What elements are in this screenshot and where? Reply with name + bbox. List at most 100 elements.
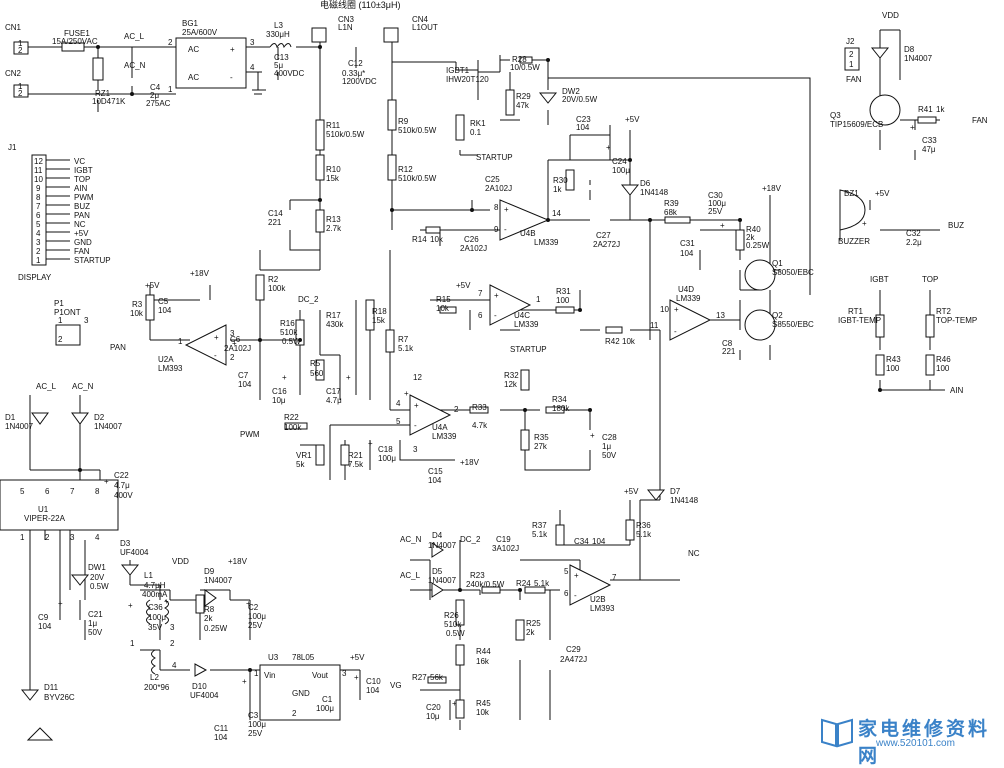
fan-conn-label: FAN [846,75,862,84]
c20-value: 10μ [426,712,440,721]
r46-value: 100 [936,364,950,373]
j1-pin-signal: GND [74,238,92,247]
r24-label: R24 [516,579,531,588]
polarity-mark: + [104,477,109,486]
r40-value-1: 2k [746,233,755,242]
rz1-label: RZ1 [95,89,111,98]
fuse1-value: 15A/250VAC [52,37,98,46]
c2-label: C2 [248,603,259,612]
buzzer-label: BUZZER [838,237,870,246]
acn-label-2: AC_N [72,382,94,391]
c1-label: C1 [322,695,333,704]
plus18v-4: +18V [228,557,248,566]
pin-number: - [574,591,577,600]
c7-label: C7 [238,371,249,380]
d1-label: D1 [5,413,16,422]
pin-number: + [674,305,679,314]
pin-number: 1 [18,82,23,91]
r7-value: 5.1k [398,344,414,353]
r25-value: 2k [526,628,535,637]
u3-value: 78L05 [292,653,315,662]
plus5v-5: +5V [350,653,365,662]
pin-number: 2 [292,709,297,718]
polarity-mark: + [862,219,867,228]
c36-value-1: 100μ [148,613,166,622]
pin-number: 8 [494,203,499,212]
nc-label: NC [688,549,700,558]
r21-label: R21 [348,451,363,460]
j1-pin-number: 8 [36,193,41,202]
top-label: TOP [922,275,938,284]
u3-vout: Vout [312,671,329,680]
pin-number: 2 [45,533,50,542]
j1-pin-signal: IGBT [74,166,93,175]
j1-pin-number: 12 [34,157,43,166]
pin-number: + [504,205,509,214]
j1-pin-number: 6 [36,211,41,220]
pin-number: 1 [178,337,183,346]
junction-dots [78,45,882,672]
polarity-mark: + [164,597,169,606]
c29-value: 2A472J [560,655,587,664]
r11-label: R11 [326,121,341,130]
r35-value: 27k [534,442,548,451]
vg-label: VG [390,681,402,690]
pin-number: 1 [20,533,25,542]
pin-number: 2 [170,639,175,648]
pin-number: 8 [95,487,100,496]
dc2-label-2: DC_2 [460,535,481,544]
vdd-label-1: VDD [882,11,899,20]
pin-number: 5 [20,487,25,496]
r27-label: R27 [412,673,427,682]
l2-label: L2 [150,673,159,682]
c11-value: 104 [214,733,228,742]
r30-label: R30 [553,176,568,185]
pin-number: 1 [168,85,173,94]
u4c-label: U4C [514,311,530,320]
c30-label: C30 [708,191,723,200]
c34-label: C34 [574,537,589,546]
d9-label: D9 [204,567,215,576]
pin-number: 2 [18,89,23,98]
r15-value: 10k [436,304,450,313]
pin-number: + [574,571,579,580]
pin-number: 2 [454,405,459,414]
dw1-value-1: 20V [90,573,105,582]
c12-value-2: 1200VDC [342,77,377,86]
pin-number: - [414,421,417,430]
pin-number: 2 [18,46,23,55]
c21-value-2: 50V [88,628,103,637]
r32-value: 12k [504,380,518,389]
igbt1-value: IHW20T120 [446,75,489,84]
rk1-label: RK1 [470,119,486,128]
pin-number: - [504,225,507,234]
l2-value: 200*96 [144,683,170,692]
c5-value: 104 [158,306,172,315]
j1-pin-signal: AIN [74,184,88,193]
polarity-mark: + [452,699,457,708]
c3-value-2: 25V [248,729,263,738]
d10-value: UF4004 [190,691,219,700]
r41-value: 1k [936,105,945,114]
r41-label: R41 [918,105,933,114]
d2-value: 1N4007 [94,422,123,431]
c6-value: 2A102J [224,344,251,353]
pin-numbers: 1 2 1 2 2 AC AC 1 3 + - 4 5 6 7 8 1 2 3 … [18,38,915,718]
d3-value: UF4004 [120,548,149,557]
j1-pin-signal: STARTUP [74,256,111,265]
rz1-value: 10D471K [92,97,126,106]
c31-label: C31 [680,239,695,248]
q2-label: Q2 [772,311,783,320]
c8-label: C8 [722,339,733,348]
pin-number: 3 [413,445,418,454]
r23-value: 240k/0.5W [466,580,505,589]
bg1-value: 25A/600V [182,28,218,37]
c18-label: C18 [378,445,393,454]
u2b-label: U2B [590,595,606,604]
pin-number: 12 [413,373,422,382]
r26-value-2: 0.5W [446,629,465,638]
plus5v-2: +5V [875,189,890,198]
r16-label: R16 [280,319,295,328]
c25-label: C25 [485,175,500,184]
j1-pin-signal: TOP [74,175,90,184]
